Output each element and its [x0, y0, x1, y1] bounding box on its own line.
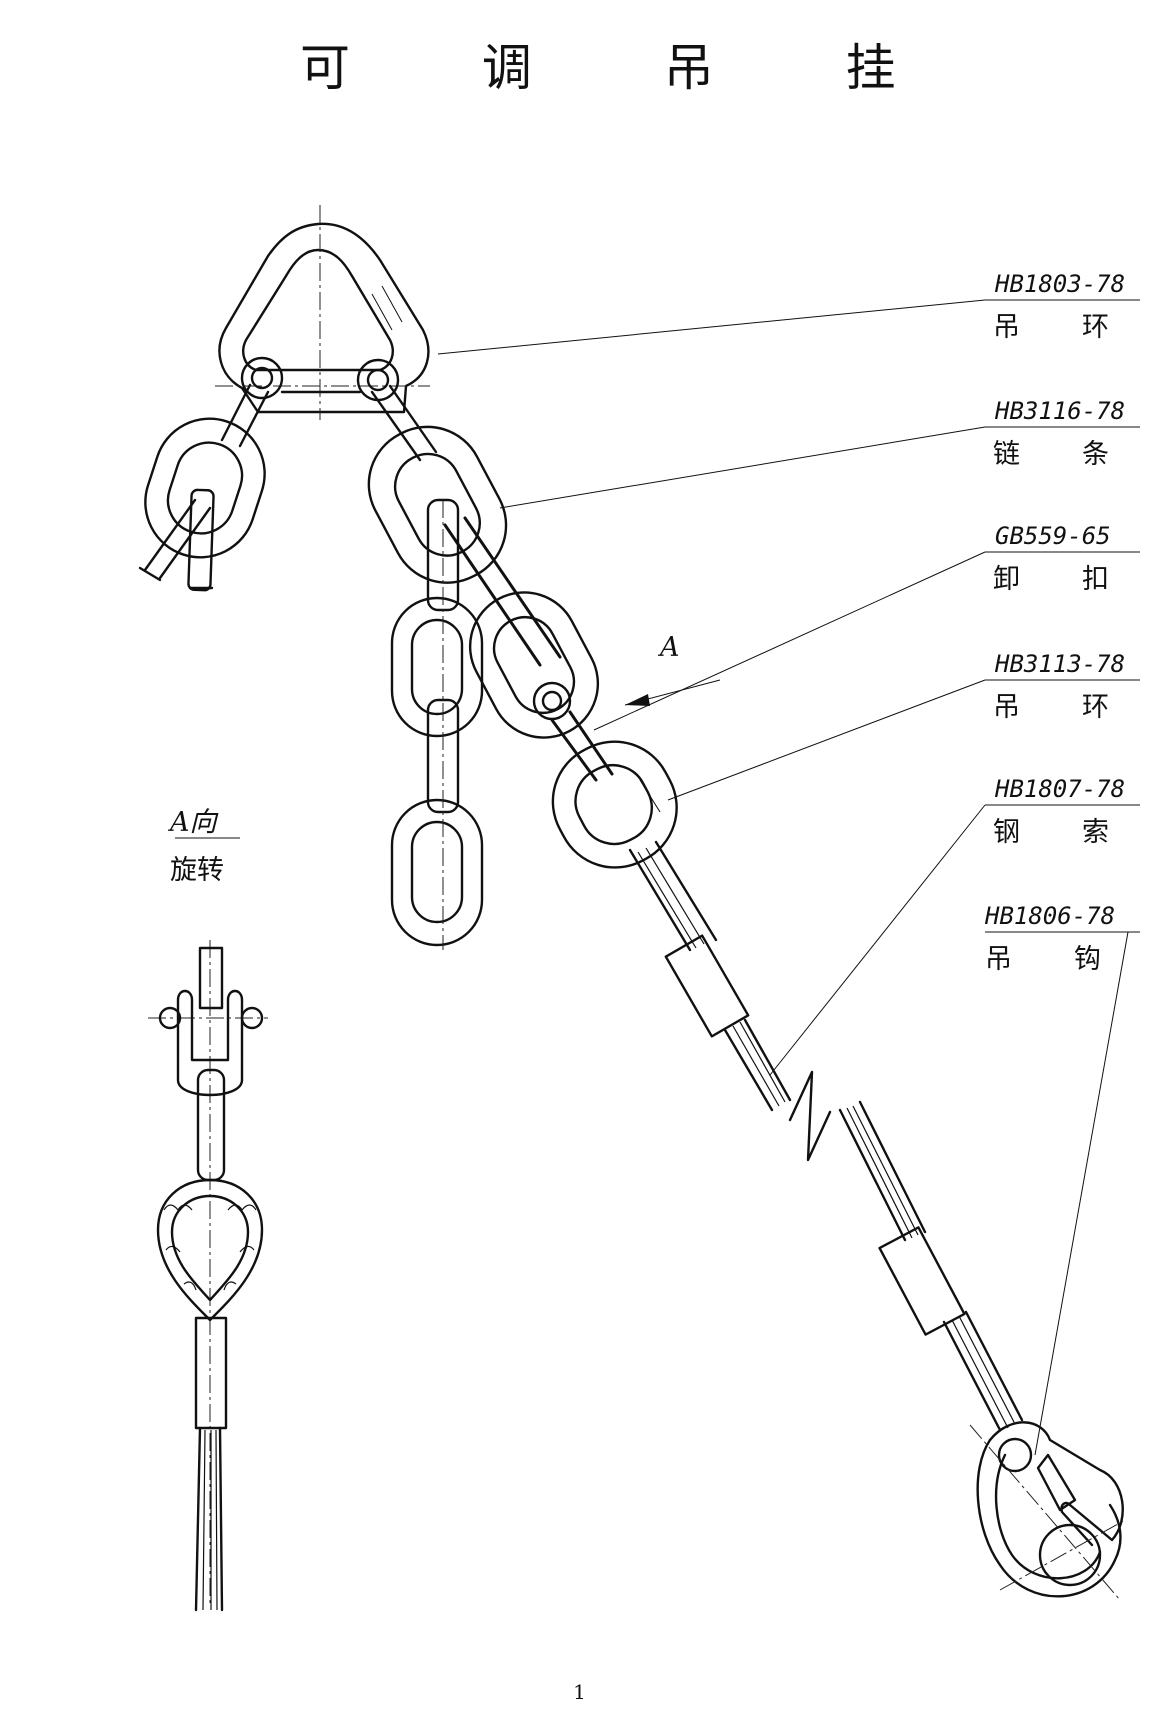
- label-code-3: GB559-65: [995, 522, 1111, 550]
- page-number: 1: [573, 1680, 586, 1704]
- leader-lines: [437, 299, 1140, 1456]
- slack-chain: [390, 498, 484, 950]
- label-name-6: 吊钩: [985, 944, 1159, 975]
- wire-rope-lower: [838, 1100, 1024, 1432]
- label-code-6: HB1806-78: [985, 902, 1116, 930]
- triangular-lifting-ring: [215, 205, 430, 420]
- shackle-pins: [240, 356, 400, 402]
- label-code-1: HB1803-78: [995, 270, 1126, 298]
- label-name-2: 链条: [993, 439, 1159, 470]
- right-chain: [367, 384, 614, 782]
- label-code-4: HB3113-78: [995, 650, 1126, 678]
- label-code-2: HB3116-78: [995, 397, 1126, 425]
- wire-rope-upper: [628, 840, 792, 1112]
- detail-view-rotated: [148, 837, 268, 1612]
- page-title: 可 调 吊 挂: [300, 39, 954, 97]
- view-arrow-letter: A: [660, 632, 680, 663]
- label-name-5: 钢索: [993, 817, 1159, 848]
- label-name-4: 吊环: [993, 692, 1159, 723]
- left-chain: [138, 383, 270, 592]
- pear-lifting-ring: [551, 740, 678, 869]
- label-name-3: 卸扣: [993, 564, 1159, 595]
- view-tag: A向: [170, 807, 217, 838]
- label-name-1: 吊环: [993, 312, 1159, 343]
- view-subtitle: 旋转: [170, 855, 224, 886]
- break-mark: [788, 1070, 832, 1162]
- lifting-hook: [969, 1421, 1126, 1601]
- label-code-5: HB1807-78: [995, 775, 1126, 803]
- view-arrow-a: [624, 679, 721, 706]
